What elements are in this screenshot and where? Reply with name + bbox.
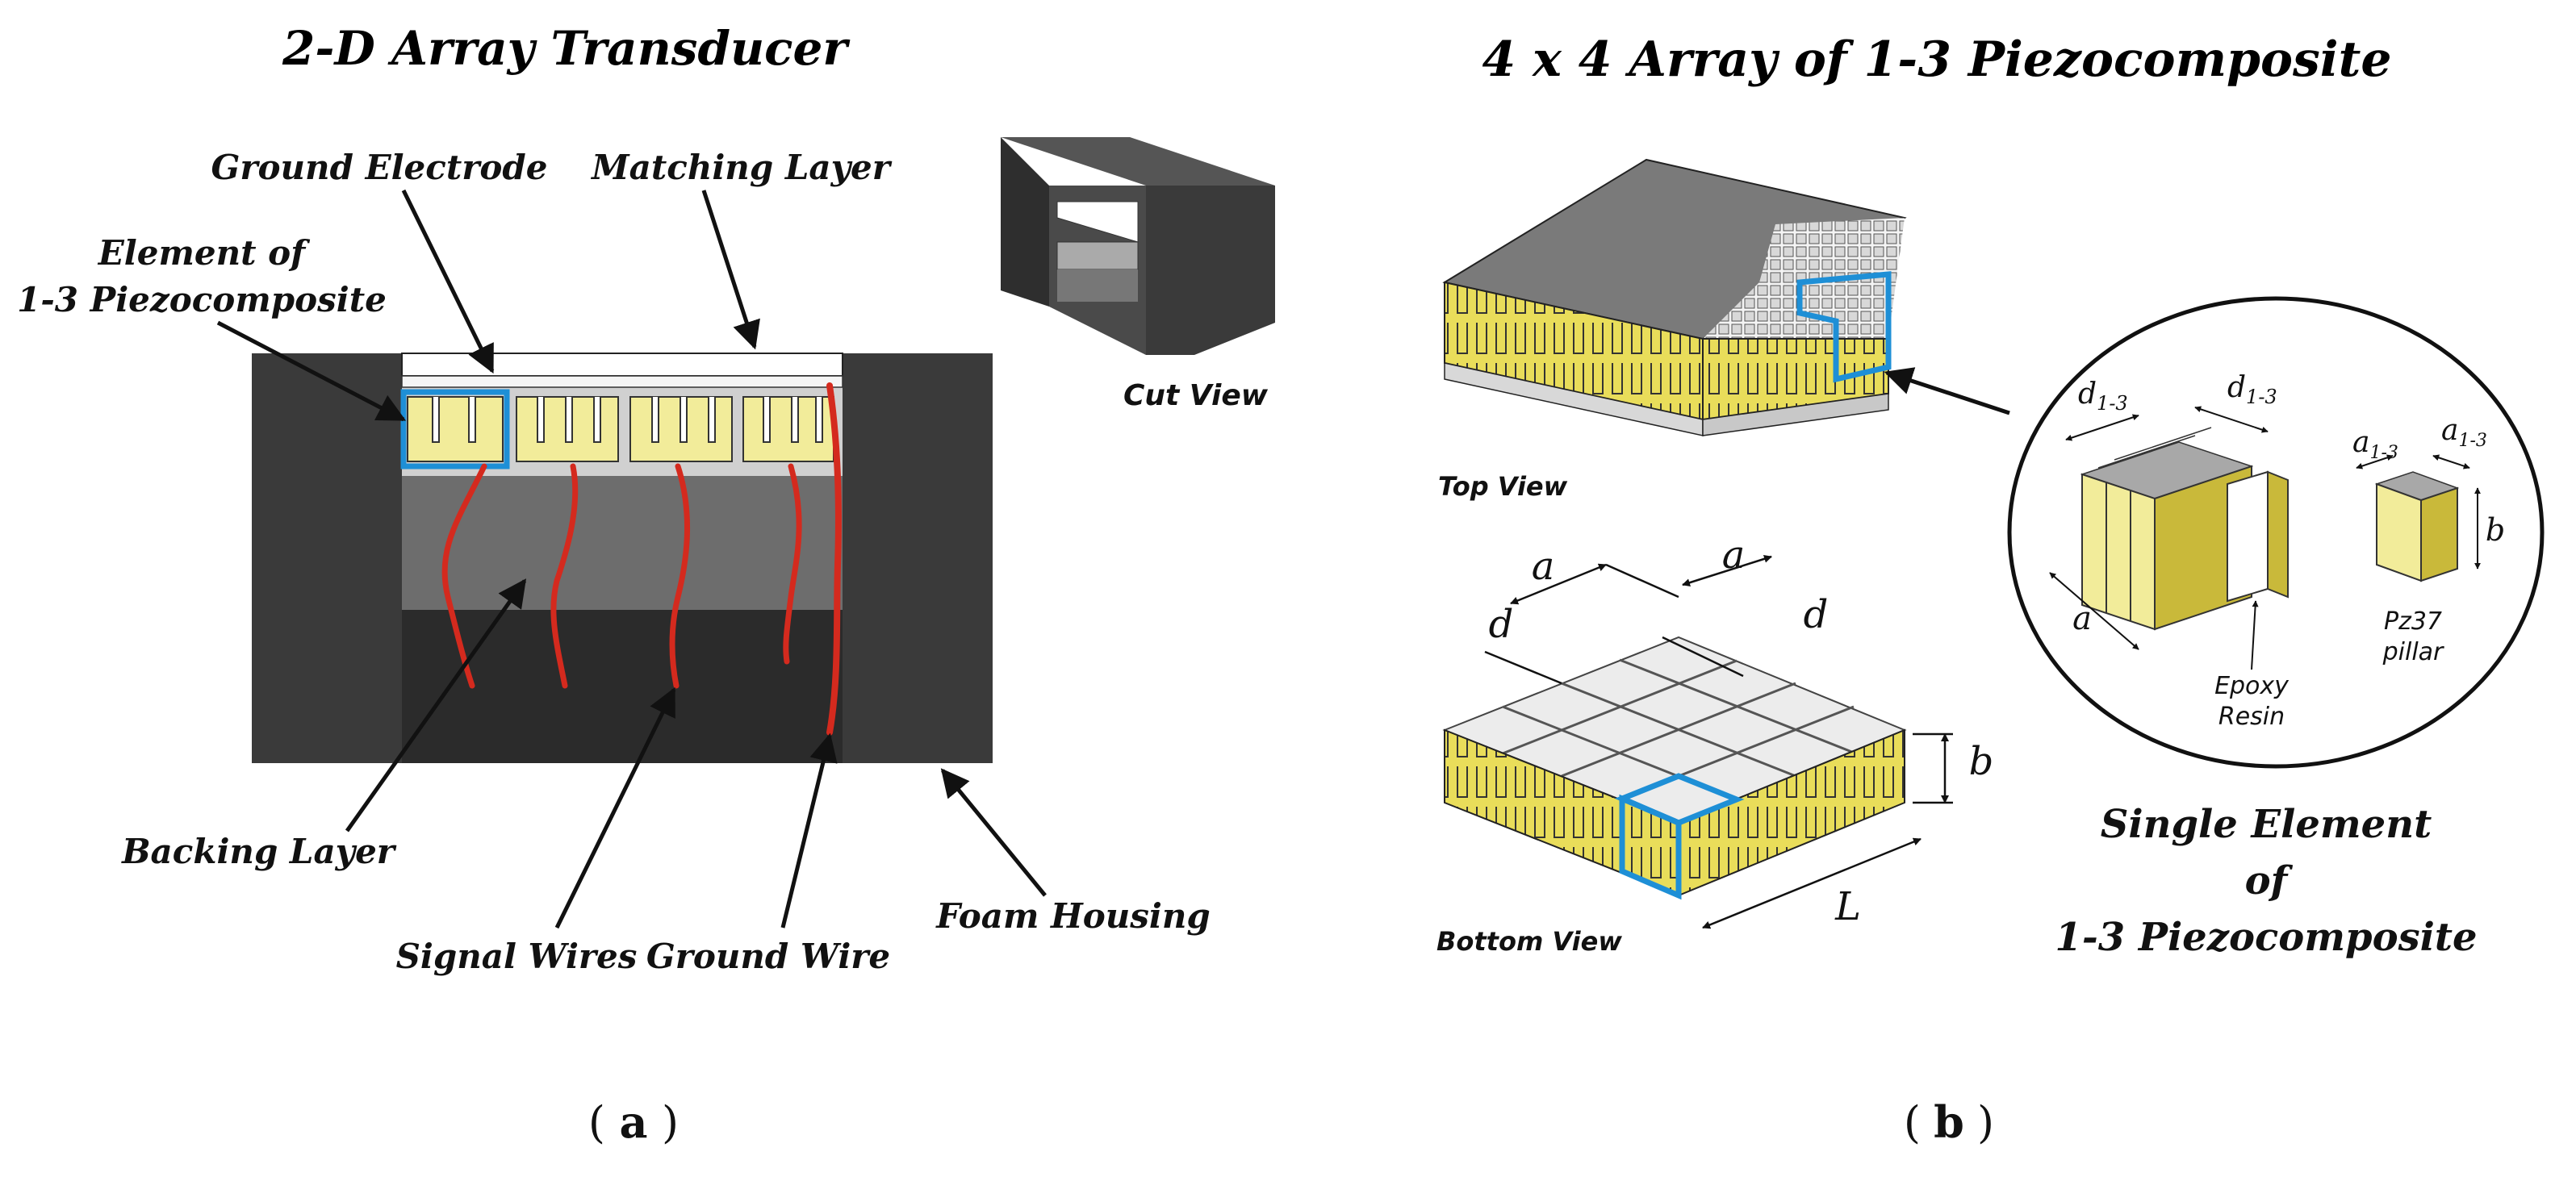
single-element-line1: Single Element — [2101, 802, 2432, 847]
top-view-block — [1442, 158, 1907, 436]
foam-housing-left — [252, 353, 402, 763]
bottom-view-label: Bottom View — [1436, 926, 1622, 957]
caption-a-open: ( — [588, 1097, 605, 1148]
dim-b-detail: b — [2486, 512, 2505, 548]
caption-b-letter: b — [1934, 1096, 1964, 1148]
caption-b-open: ( — [1904, 1097, 1921, 1148]
signal-wires-label: Signal Wires — [396, 937, 638, 976]
leader-arrows — [216, 189, 1047, 929]
cut-view-label: Cut View — [1123, 379, 1269, 412]
dim-a-right: a — [1722, 532, 1746, 578]
dim-a13-right: a1-3 — [2441, 414, 2487, 451]
dim-d13-left: d1-3 — [2078, 378, 2128, 415]
dim-d-right: d — [1804, 592, 1829, 637]
signal-wires — [441, 463, 802, 689]
backing-layer-label: Backing Layer — [121, 832, 397, 871]
backing-layer-upper — [402, 476, 843, 610]
dim-d13-right: d1-3 — [2227, 371, 2277, 408]
panel-b: 4 x 4 Array of 1-3 Piezocomposite Top Vi… — [1436, 31, 2545, 1148]
element-label-line2: 1-3 Piezocomposite — [17, 280, 387, 319]
piezo-elements — [407, 396, 834, 462]
top-view-label: Top View — [1438, 471, 1568, 502]
detail-dimension-lines — [2049, 406, 2481, 670]
dim-a-left: a — [1532, 544, 1555, 589]
matching-layer — [401, 353, 843, 377]
backing-layer-lower — [402, 610, 843, 763]
matching-layer-label: Matching Layer — [590, 148, 893, 187]
caption-a-letter: a — [620, 1096, 648, 1148]
dim-d-left: d — [1489, 602, 1514, 647]
ground-wire — [826, 382, 842, 736]
dim-b: b — [1969, 739, 1994, 784]
element-label-line1: Element of — [98, 233, 311, 273]
caption-b-close: ) — [1977, 1097, 1994, 1148]
ground-wire-label: Ground Wire — [646, 937, 890, 976]
piezo-element — [407, 396, 504, 462]
bottom-dimension-lines — [1484, 554, 1953, 929]
dim-a-detail: a — [2072, 600, 2092, 637]
panel-b-title: 4 x 4 Array of 1-3 Piezocomposite — [1482, 31, 2392, 88]
single-pillar — [2374, 471, 2460, 582]
single-element-line2: of — [2245, 858, 2294, 903]
element-highlight — [400, 389, 510, 469]
cut-view-icon — [1001, 137, 1275, 355]
epoxy-label-line2: Resin — [2218, 703, 2285, 731]
foam-housing-right — [843, 353, 993, 763]
ground-electrode-label: Ground Electrode — [211, 148, 548, 187]
ground-electrode — [401, 375, 843, 388]
caption-a-close: ) — [662, 1097, 679, 1148]
epoxy-label-line1: Epoxy — [2214, 672, 2290, 700]
panel-a: 2-D Array Transducer — [17, 21, 1275, 1148]
panel-a-title: 2-D Array Transducer — [282, 21, 851, 76]
single-element-line3: 1-3 Piezocomposite — [2055, 915, 2477, 960]
dim-a13-left: a1-3 — [2352, 426, 2398, 463]
foam-housing-label: Foam Housing — [935, 896, 1211, 936]
detail-arrow — [1884, 367, 2010, 415]
pillar-label-line1: Pz37 — [2384, 607, 2442, 636]
pillar-label-line2: pillar — [2382, 638, 2444, 666]
dim-L: L — [1834, 884, 1861, 929]
bottom-view-block — [1442, 636, 1907, 900]
